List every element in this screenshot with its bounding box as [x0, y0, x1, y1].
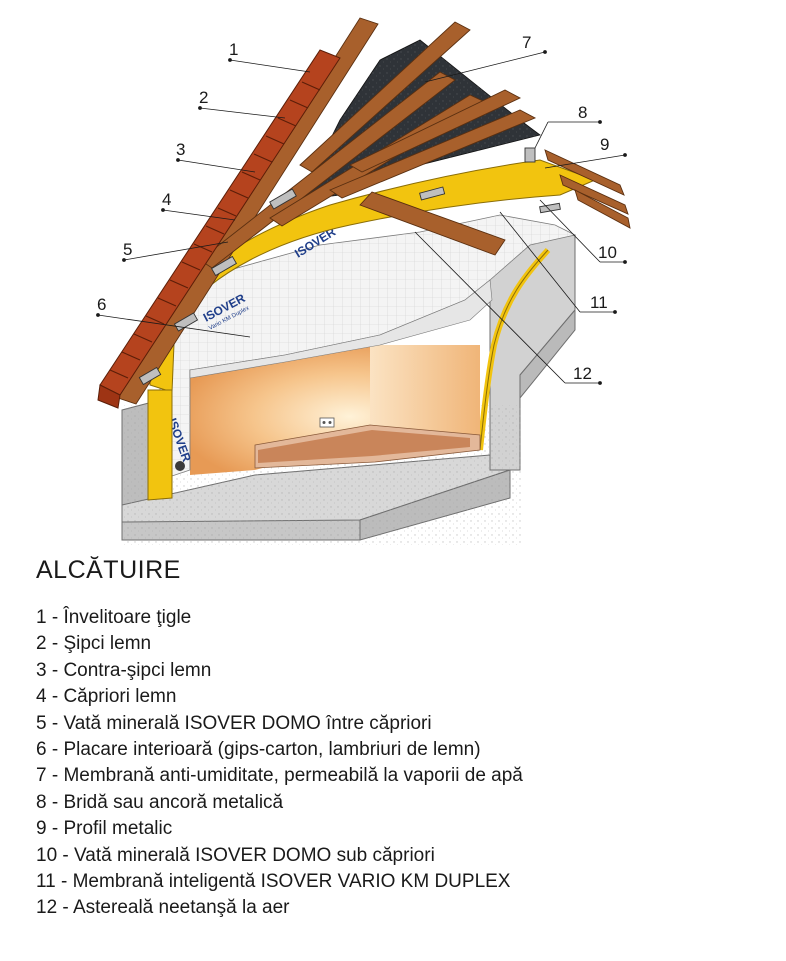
- legend-item: 10 - Vată minerală ISOVER DOMO sub căpri…: [36, 844, 435, 866]
- callout-2: 2: [199, 88, 208, 107]
- roof-section-diagram: ISOVER ISOVER Vario KM Duplex ISOVER: [96, 17, 631, 545]
- callout-10: 10: [598, 243, 617, 262]
- interior-lining: ISOVER ISOVER Vario KM Duplex ISOVER: [159, 214, 577, 481]
- interior-room: [190, 345, 481, 475]
- legend-title: ALCĂTUIRE: [36, 556, 181, 584]
- callout-leaders: [96, 50, 627, 385]
- legend-item: 2 - Şipci lemn: [36, 633, 152, 655]
- legend-list: 1 - Învelitoare ţigle 2 - Şipci lemn 3 -…: [36, 605, 756, 922]
- roof-tiles: [97, 49, 341, 409]
- legend-item: 6 - Placare interioară (gips-carton, lam…: [36, 739, 481, 761]
- socket-icon: [175, 461, 185, 471]
- callout-8: 8: [578, 103, 587, 122]
- legend-item: 12 - Astereală neetanşă la aer: [36, 897, 290, 919]
- timber-rafters: [117, 17, 631, 405]
- metal-brackets: [138, 147, 561, 386]
- legend-item: 5 - Vată minerală ISOVER DOMO între căpr…: [36, 712, 432, 734]
- legend-item: 1 - Învelitoare ţigle: [36, 607, 192, 628]
- legend-item: 9 - Profil metalic: [36, 818, 173, 840]
- callout-5: 5: [123, 240, 132, 259]
- legend: ALCĂTUIRE 1 - Învelitoare ţigle 2 - Şipc…: [36, 556, 756, 922]
- legend-item: 4 - Căpriori lemn: [36, 686, 177, 708]
- callout-1: 1: [229, 40, 238, 59]
- legend-item: 8 - Bridă sau ancoră metalică: [36, 791, 284, 813]
- legend-item: 3 - Contra-şipci lemn: [36, 659, 212, 681]
- legend-item: 11 - Membrană inteligentă ISOVER VARIO K…: [36, 871, 511, 893]
- callout-9: 9: [600, 135, 609, 154]
- legend-item: 7 - Membrană anti-umiditate, permeabilă …: [36, 765, 523, 787]
- callout-4: 4: [162, 190, 171, 209]
- callout-6: 6: [97, 295, 106, 314]
- callout-11: 11: [590, 293, 608, 312]
- callout-3: 3: [176, 140, 185, 159]
- callout-numbers: 1 2 3 4 5 6 7 8 9 10 11 12: [97, 33, 617, 383]
- callout-12: 12: [573, 364, 592, 383]
- callout-7: 7: [522, 33, 531, 52]
